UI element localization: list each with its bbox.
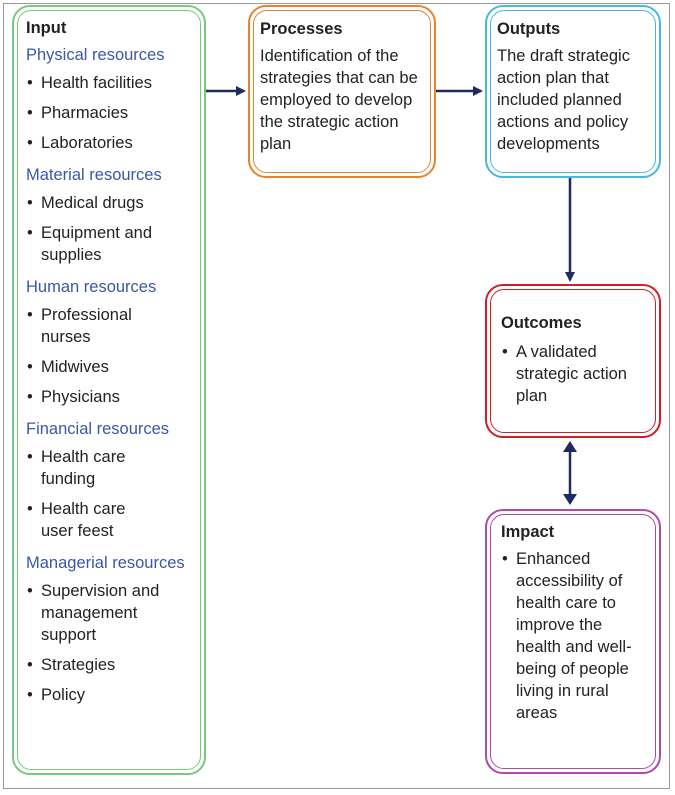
outcomes-box: Outcomes A validated strategic action pl… [485,284,661,438]
section-physical-resources: Physical resources [26,46,165,64]
arrowhead-up [563,441,577,452]
outcomes-title: Outcomes [501,314,582,332]
outputs-box: Outputs The draft strategic action plan … [485,5,661,178]
section-human-resources: Human resources [26,278,157,296]
list-item: Policy [26,684,196,706]
list-item: Midwives [26,356,196,378]
input-title: Input [26,19,67,37]
outputs-title: Outputs [497,20,561,38]
list-item: Medical drugs [26,192,196,214]
arrowhead-down [563,494,577,505]
processes-text: Identification of the strategies that ca… [260,47,418,153]
list-item: Strategies [26,654,196,676]
processes-box: Processes Identification of the strategi… [248,5,436,178]
section-financial-resources: Financial resources [26,420,170,438]
section-managerial-resources: Managerial resources [26,554,185,572]
input-box: Input Physical resources Health faciliti… [12,5,206,775]
list-item: Professional nurses [26,304,151,348]
processes-title: Processes [260,20,343,38]
outputs-text: The draft strategic action plan that inc… [497,47,630,153]
list-item: A validated strategic action plan [501,341,641,407]
list-item: Supervision and management support [26,580,176,646]
list-item: Health care funding [26,446,141,490]
diagram-frame [3,3,670,789]
list-item: Laboratories [26,132,196,154]
section-material-resources: Material resources [26,166,162,184]
list-item: Physicians [26,386,196,408]
list-item: Enhanced accessibility of health care to… [501,548,641,724]
list-item: Pharmacies [26,102,196,124]
list-item: Health facilities [26,72,196,94]
list-item: Health care user feest [26,498,141,542]
list-item: Equipment and supplies [26,222,171,266]
impact-box: Impact Enhanced accessibility of health … [485,509,661,774]
impact-title: Impact [501,523,555,541]
